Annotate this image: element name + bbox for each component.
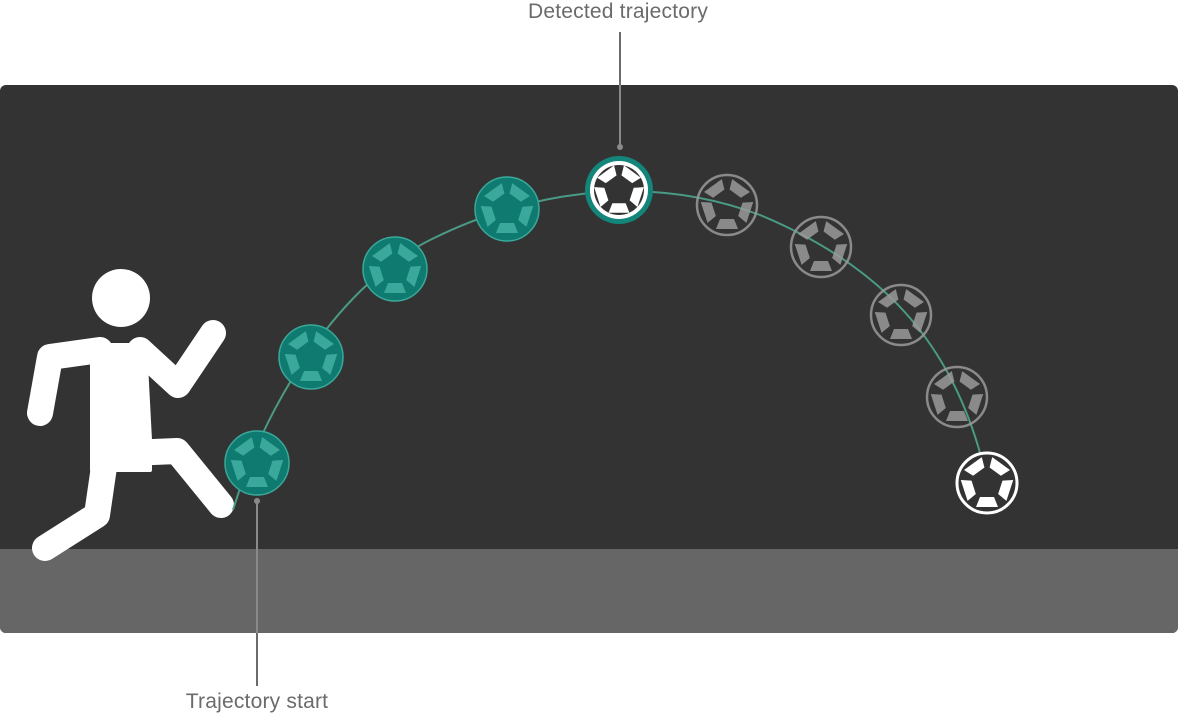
- ball-predicted-3: [869, 283, 933, 347]
- callout-start: [254, 498, 260, 686]
- ball-detected-3: [362, 236, 428, 302]
- ball-predicted-1: [695, 173, 759, 237]
- ground: [0, 549, 1178, 633]
- ball-detected-1: [224, 430, 290, 496]
- trajectory-start-label: Trajectory start: [185, 690, 329, 713]
- scene-panel: [0, 85, 1178, 633]
- ball-detected-2: [278, 324, 344, 390]
- ball-actual-white: [955, 451, 1019, 515]
- running-person-icon: [27, 269, 234, 561]
- ball-detected-4: [474, 176, 540, 242]
- ball-predicted-4: [925, 365, 989, 429]
- detected-trajectory-label: Detected trajectory: [527, 0, 709, 23]
- ball-predicted-2: [789, 215, 853, 279]
- callout-detected: [617, 32, 623, 150]
- ball-current-highlighted: [585, 156, 653, 224]
